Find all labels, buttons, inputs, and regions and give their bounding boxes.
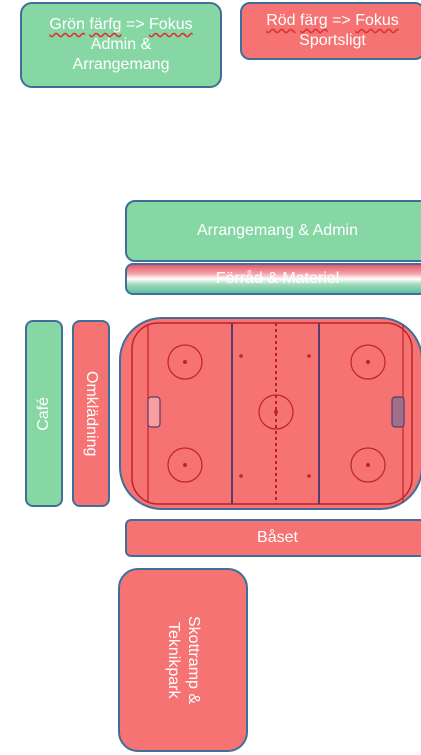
neutral-dot-3: [239, 474, 243, 478]
faceoff-circle-top-left: [167, 344, 203, 380]
goal-crease-right: [391, 396, 405, 428]
faceoff-circle-bottom-right: [350, 447, 386, 483]
faceoff-dot-top-left: [183, 360, 187, 364]
area-arrangemang-admin: Arrangemang & Admin: [125, 200, 421, 262]
ice-hockey-rink: [119, 317, 421, 510]
area-omkladning: Omklädning: [72, 320, 110, 507]
faceoff-circle-bottom-left: [167, 447, 203, 483]
center-circle: [258, 394, 294, 430]
legend-red-line2: Sportsligt: [299, 32, 366, 49]
legend-red: Röd färg => Fokus Sportsligt: [240, 2, 421, 60]
area-forrad-materiel: Förråd & Materiel: [125, 263, 421, 295]
legend-green-line2: Admin &: [90, 36, 152, 53]
faceoff-dot-bottom-right: [366, 463, 370, 467]
area-skottramp-teknikpark: Skottramp & Teknikpark: [118, 568, 248, 752]
center-dot: [274, 410, 278, 414]
neutral-dot-2: [307, 354, 311, 358]
rink-outline: [119, 317, 421, 510]
faceoff-dot-bottom-left: [183, 463, 187, 467]
rink-boards: [131, 322, 413, 505]
neutral-dot-4: [307, 474, 311, 478]
area-cafe: Café: [25, 320, 63, 507]
neutral-dot-1: [239, 354, 243, 358]
legend-green: Grön färfg => Fokus Admin & Arrangemang: [20, 2, 222, 88]
legend-green-line1: Grön färfg => Fokus: [49, 16, 193, 33]
legend-green-line3: Arrangemang: [72, 56, 170, 73]
faceoff-circle-top-right: [350, 344, 386, 380]
faceoff-dot-top-right: [366, 360, 370, 364]
area-baset: Båset: [125, 519, 421, 557]
goal-crease-left: [147, 396, 161, 428]
legend-red-line1: Röd färg => Fokus: [266, 12, 399, 29]
